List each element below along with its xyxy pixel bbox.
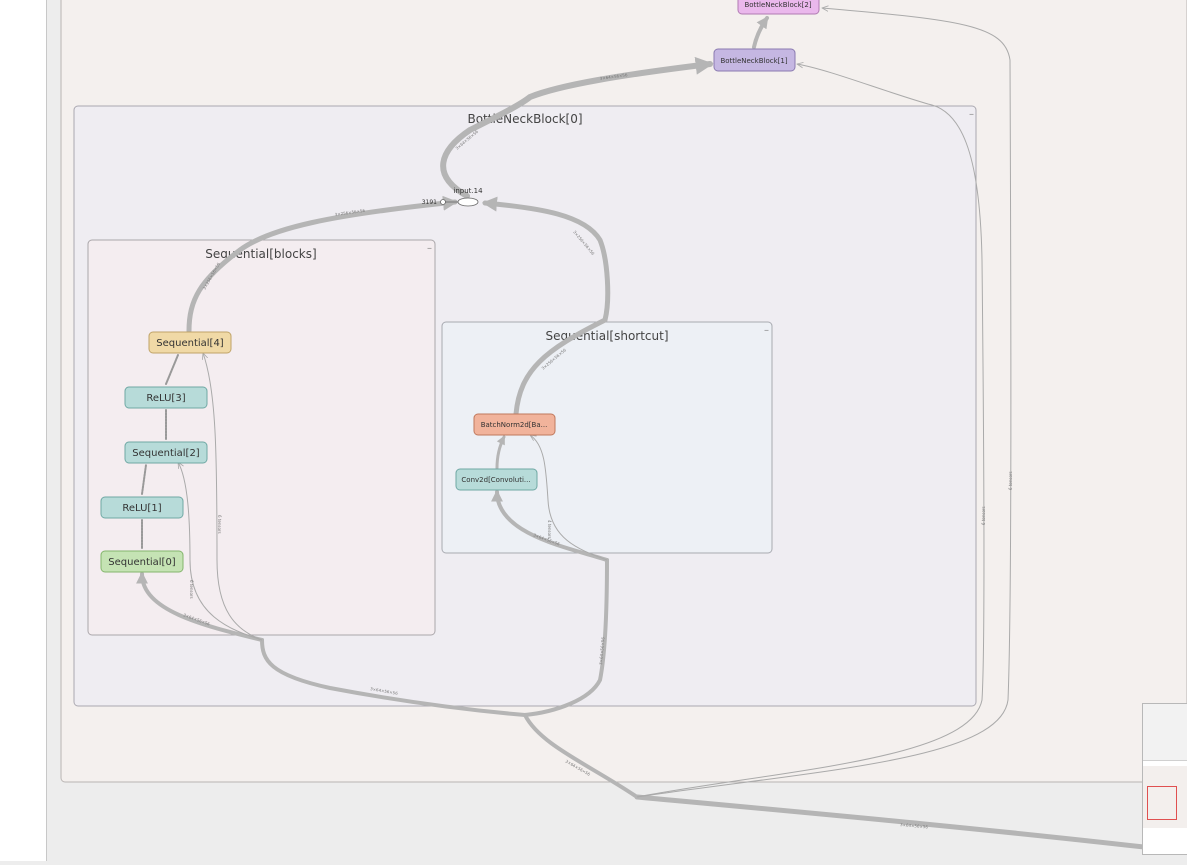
- svg-text:3×256×56×56: 3×256×56×56: [334, 208, 365, 217]
- node-sequential-0[interactable]: Sequential[0]: [100, 550, 184, 573]
- node-label: BatchNorm2d[Ba...: [481, 421, 548, 429]
- edge-to-input: [482, 196, 611, 417]
- svg-text:3×64×56×56: 3×64×56×56: [370, 686, 399, 696]
- node-conv2d[interactable]: Conv2d[Convoluti...: [455, 468, 538, 491]
- edge-to-bn: [495, 435, 506, 470]
- graph-canvas[interactable]: BottleNeckBlock[0] – Sequential[blocks] …: [47, 0, 1187, 861]
- op-input-14[interactable]: input.14 3191: [422, 187, 483, 207]
- svg-text:6 tensors: 6 tensors: [189, 580, 194, 599]
- op-count: 3191: [422, 199, 437, 206]
- edge-to-seq0: [136, 571, 264, 642]
- thick-edges: [136, 16, 1187, 855]
- node-sequential-4[interactable]: Sequential[4]: [148, 331, 232, 354]
- svg-text:3×64×56×56: 3×64×56×56: [599, 72, 628, 81]
- svg-text:6 tensors: 6 tensors: [217, 515, 222, 534]
- sequential-shortcut-label: Sequential[shortcut]: [545, 329, 668, 343]
- node-label: Conv2d[Convoluti...: [461, 476, 530, 484]
- minimap-preview: [1143, 766, 1187, 828]
- edge-output: [634, 794, 1187, 855]
- svg-text:3×64×56×56: 3×64×56×56: [598, 636, 605, 665]
- edge-to-input: [186, 195, 458, 334]
- node-label: BottleNeckBlock[2]: [744, 1, 811, 9]
- node-sequential-2[interactable]: Sequential[2]: [124, 441, 208, 464]
- edge-to-bottleneck1: [440, 56, 714, 199]
- edge: [178, 462, 263, 641]
- edge: [203, 353, 263, 641]
- svg-text:6 tensors: 6 tensors: [1008, 471, 1013, 490]
- svg-text:4 tensors: 4 tensors: [547, 520, 552, 539]
- minimap-viewport[interactable]: [1147, 786, 1177, 820]
- collapse-icon[interactable]: –: [764, 325, 769, 336]
- edge: [636, 8, 1012, 798]
- sequential-shortcut-group[interactable]: [441, 321, 773, 554]
- edge-to-conv: [491, 489, 609, 562]
- node-batchnorm2d[interactable]: BatchNorm2d[Ba...: [473, 413, 556, 436]
- svg-text:3×64×56×56: 3×64×56×56: [900, 822, 929, 829]
- edge-to-bottleneck2: [752, 16, 769, 49]
- node-label: Sequential[0]: [108, 557, 176, 568]
- node-label: ReLU[1]: [122, 503, 161, 514]
- edge: [523, 713, 639, 799]
- edge: [530, 435, 608, 561]
- op-port-icon: [440, 199, 446, 205]
- node-bottleneck-block-1[interactable]: BottleNeckBlock[1]: [713, 48, 796, 72]
- thin-edges: [178, 8, 1012, 798]
- node-relu-3[interactable]: ReLU[3]: [124, 386, 208, 409]
- op-label: input.14: [453, 187, 483, 195]
- node-label: ReLU[3]: [146, 393, 185, 404]
- node-relu-1[interactable]: ReLU[1]: [100, 496, 184, 519]
- edge: [636, 64, 985, 798]
- collapse-icon[interactable]: –: [427, 243, 432, 254]
- edge: [523, 558, 609, 717]
- minimap[interactable]: [1142, 703, 1187, 855]
- edge: [165, 354, 179, 385]
- sequential-blocks-label: Sequential[blocks]: [205, 247, 316, 261]
- node-label: BottleNeckBlock[1]: [720, 57, 787, 65]
- svg-text:6 tensors: 6 tensors: [981, 506, 986, 525]
- left-panel: [0, 0, 47, 861]
- node-label: Sequential[4]: [156, 338, 224, 349]
- edge: [141, 464, 147, 495]
- minimap-header: [1143, 704, 1187, 761]
- node-bottleneck-block-2[interactable]: BottleNeckBlock[2]: [737, 0, 820, 15]
- node-label: Sequential[2]: [132, 448, 200, 459]
- edge: [260, 638, 527, 717]
- collapse-icon[interactable]: –: [969, 109, 974, 120]
- graph-svg[interactable]: BottleNeckBlock[0] – Sequential[blocks] …: [47, 0, 1187, 861]
